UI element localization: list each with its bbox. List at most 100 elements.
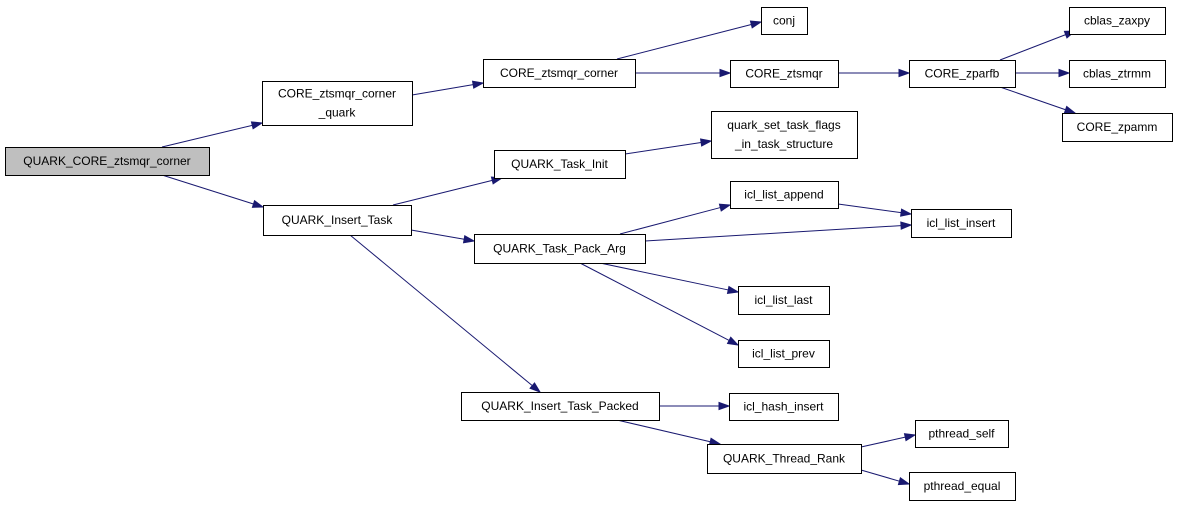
node-box [1062, 113, 1173, 142]
node-label: CORE_zparfb [925, 67, 1000, 81]
node-label: quark_set_task_flags [727, 118, 840, 132]
edge-line [619, 207, 721, 235]
function-node-icl-list-last[interactable]: icl_list_last [738, 286, 830, 315]
edge-quark_insert_task_packed-to-quark_thread_rank [616, 419, 722, 446]
edge-line [410, 229, 465, 240]
node-label: icl_hash_insert [743, 400, 824, 414]
node-box [707, 444, 862, 474]
node-label: conj [773, 14, 795, 28]
node-label: icl_list_prev [752, 347, 815, 361]
edge-arrowhead [749, 20, 763, 29]
edge-line [837, 203, 902, 214]
function-node-pthread-self[interactable]: pthread_self [915, 420, 1009, 448]
function-node-quark-thread-rank[interactable]: QUARK_Thread_Rank [707, 444, 862, 474]
node-label: CORE_ztsmqr_corner [500, 66, 618, 80]
edge-core_ztsmqr_corner-to-conj [616, 20, 763, 60]
node-label: QUARK_Thread_Rank [723, 452, 846, 466]
edge-quark_thread_rank-to-pthread_equal [860, 469, 911, 486]
function-node-core-ztsmqr-corner[interactable]: CORE_ztsmqr_corner [483, 59, 636, 88]
edge-quark_task_pack_arg-to-icl_list_last [599, 262, 740, 294]
edge-line [161, 174, 254, 205]
edge-line [999, 34, 1066, 61]
node-label: CORE_zpamm [1077, 120, 1158, 134]
edge-quark_task_pack_arg-to-icl_list_append [619, 203, 732, 235]
edge-quark_thread_rank-to-pthread_self [860, 433, 917, 448]
edge-line [999, 86, 1066, 111]
node-box [911, 209, 1012, 238]
function-node-conj[interactable]: conj [761, 7, 808, 35]
node-label: icl_list_insert [927, 216, 996, 230]
edge-arrowhead [251, 199, 265, 208]
node-box [711, 111, 858, 159]
edge-line [599, 262, 729, 291]
node-box [909, 60, 1016, 88]
root-function-node: QUARK_CORE_ztsmqr_corner [5, 147, 210, 176]
function-node-cblas-ztrmm[interactable]: cblas_ztrmm [1069, 60, 1166, 88]
node-box [1069, 7, 1166, 35]
edge-line [860, 436, 906, 448]
node-box [1069, 60, 1166, 88]
edge-line [616, 24, 752, 60]
edge-quark_insert_task-to-quark_insert_task_packed [349, 234, 542, 393]
node-label: icl_list_last [754, 293, 813, 307]
edge-core_zparfb-to-core_zpamm [999, 86, 1077, 114]
function-node-quark-set-task-flags[interactable]: quark_set_task_flags_in_task_structure [711, 111, 858, 159]
function-node-icl-list-insert[interactable]: icl_list_insert [911, 209, 1012, 238]
edge-core_ztsmqr_corner_quark-to-core_ztsmqr_corner [411, 80, 485, 96]
edge-arrowhead [719, 68, 732, 78]
node-box [729, 393, 839, 421]
edge-arrowhead [897, 477, 911, 486]
node-box [761, 7, 808, 35]
edge-arrowhead [718, 401, 731, 411]
edge-core_ztsmqr-to-core_zparfb [838, 68, 911, 78]
edge-arrowhead [462, 235, 476, 244]
function-node-icl-list-append[interactable]: icl_list_append [730, 181, 839, 209]
function-node-quark-insert-task-packed[interactable]: QUARK_Insert_Task_Packed [461, 392, 660, 421]
node-box [738, 340, 830, 368]
edge-quark_insert_task-to-quark_task_init [392, 176, 504, 206]
edge-quark_task_pack_arg-to-icl_list_prev [579, 262, 740, 346]
node-box [915, 420, 1009, 448]
node-box [262, 81, 413, 126]
edge-core_ztsmqr_corner-to-core_ztsmqr [635, 68, 732, 78]
node-box [738, 286, 830, 315]
call-graph-nodes: QUARK_CORE_ztsmqr_corner CORE_ztsmqr_corn… [5, 7, 1173, 501]
edge-core_zparfb-to-cblas_zaxpy [999, 30, 1077, 61]
node-box [730, 60, 839, 88]
node-box [461, 392, 660, 421]
edge-arrowhead [1058, 68, 1071, 78]
node-label: QUARK_Task_Pack_Arg [493, 242, 626, 256]
edge-line [644, 225, 902, 242]
edge-core_zparfb-to-cblas_ztrmm [1015, 68, 1071, 78]
edge-arrowhead [903, 433, 917, 442]
edge-arrowhead [529, 382, 542, 393]
function-node-core-zpamm[interactable]: CORE_zpamm [1062, 113, 1173, 142]
edge-quark_insert_task_packed-to-icl_hash_insert [659, 401, 731, 411]
function-node-core-ztsmqr-corner-quark[interactable]: CORE_ztsmqr_corner_quark [262, 81, 413, 126]
function-node-core-zparfb[interactable]: CORE_zparfb [909, 60, 1016, 88]
function-node-quark-insert-task[interactable]: QUARK_Insert_Task [263, 205, 412, 236]
edge-arrowhead [726, 336, 740, 346]
edge-line [349, 234, 533, 387]
node-label: _quark [318, 106, 357, 120]
node-label: icl_list_append [744, 188, 823, 202]
function-node-pthread-equal[interactable]: pthread_equal [909, 472, 1016, 501]
node-label: QUARK_Task_Init [511, 157, 608, 171]
edge-arrowhead [900, 208, 913, 217]
function-node-cblas-zaxpy[interactable]: cblas_zaxpy [1069, 7, 1166, 35]
function-node-icl-list-prev[interactable]: icl_list_prev [738, 340, 830, 368]
function-node-quark-task-init[interactable]: QUARK_Task_Init [494, 150, 626, 179]
edge-arrowhead [699, 138, 713, 147]
edge-arrowhead [718, 203, 732, 212]
node-box [474, 234, 646, 264]
edge-arrowhead [250, 121, 264, 130]
edge-line [392, 179, 493, 206]
node-box [263, 205, 412, 236]
node-label: pthread_self [928, 427, 995, 441]
function-node-core-ztsmqr[interactable]: CORE_ztsmqr [730, 60, 839, 88]
edge-quark_insert_task-to-quark_task_pack_arg [410, 229, 476, 244]
function-node-icl-hash-insert[interactable]: icl_hash_insert [729, 393, 839, 421]
function-node-quark-task-pack-arg[interactable]: QUARK_Task_Pack_Arg [474, 234, 646, 264]
call-graph-edges [161, 20, 1077, 486]
